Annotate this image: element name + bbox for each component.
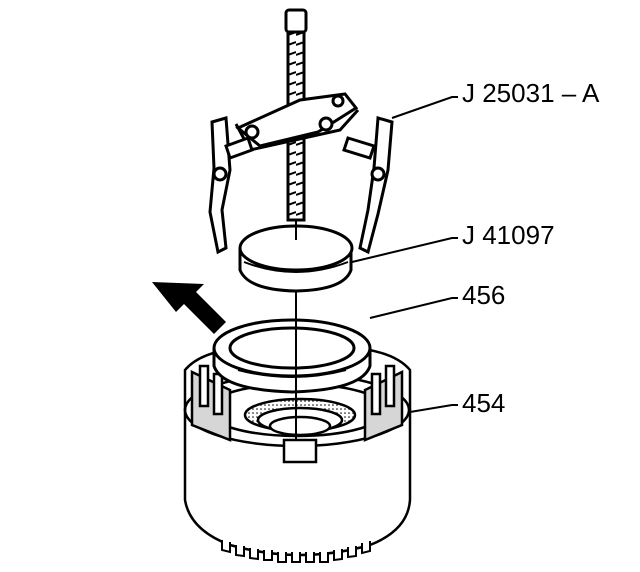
puller-j25031a [208,8,394,255]
adapter-j41097 [238,224,354,293]
callout-j41097: J 41097 [462,220,555,250]
callout-454: 454 [462,388,506,418]
callout-456: 456 [462,280,506,310]
leader-lines [351,96,458,413]
housing-teeth [221,540,371,563]
retainer-456 [212,318,372,394]
callout-j25031a: J 25031 – A [462,78,600,108]
black-arrow-icon [152,282,226,334]
